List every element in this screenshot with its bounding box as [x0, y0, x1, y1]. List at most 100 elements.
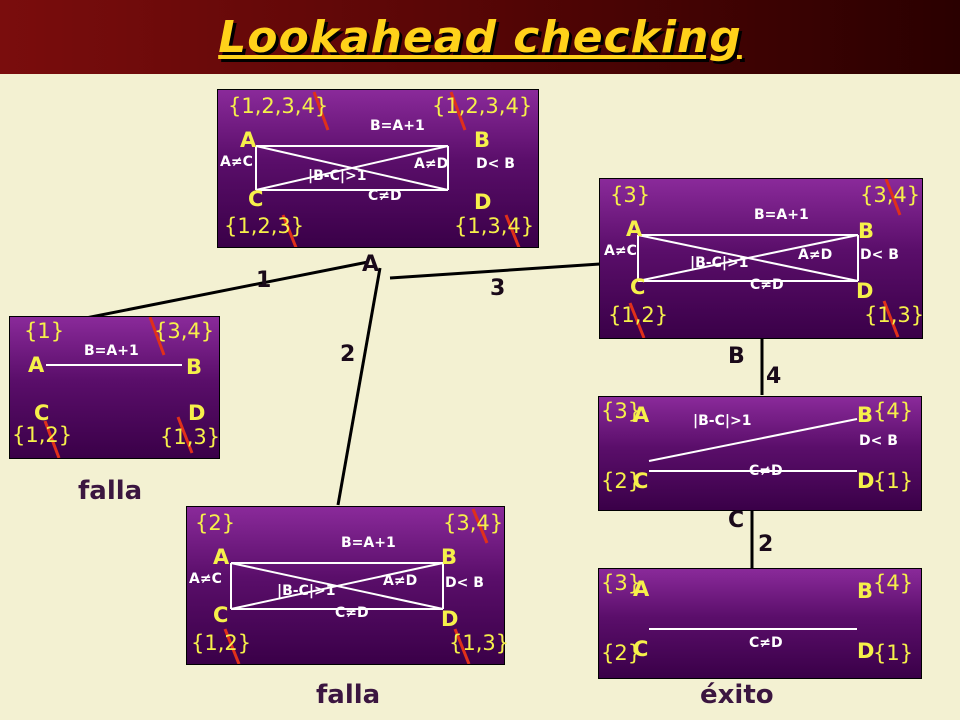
constraint-cd: C≠D	[368, 188, 402, 204]
constraint-graph-a3	[628, 179, 902, 338]
domain-d: {1}	[873, 641, 914, 665]
domain-a: {3}	[601, 571, 642, 595]
constraint-cd: C≠D	[749, 463, 783, 479]
constraint-bd: D< B	[860, 247, 899, 263]
result-falla-left: falla	[78, 476, 143, 506]
constraint-cd: C≠D	[749, 635, 783, 651]
domain-b: {3,4}	[860, 183, 921, 207]
domain-c: {1,2}	[12, 423, 73, 447]
constraint-ab: B=A+1	[84, 343, 139, 359]
domain-b: {4}	[873, 571, 914, 595]
constraint-ab: B=A+1	[370, 118, 425, 134]
constraint-graph-c2	[649, 628, 857, 630]
constraint-bc: |B-C|>1	[690, 255, 749, 271]
state-box-b4: {3} A |B-C|>1 B {4} D< B {2} C C≠D D {1}	[598, 396, 922, 511]
result-falla-middle: falla	[316, 680, 381, 710]
edge-label-2: 2	[340, 342, 356, 367]
constraint-bc: |B-C|>1	[277, 583, 336, 599]
domain-d: {1,3}	[449, 631, 510, 655]
var-d: D	[188, 401, 206, 425]
var-b: B	[186, 355, 203, 379]
edge-label-c2: 2	[758, 532, 774, 557]
constraint-ab: B=A+1	[754, 207, 809, 223]
var-b: B	[858, 219, 875, 243]
domain-c: {1,2}	[608, 303, 669, 327]
domain-d: {1,3}	[864, 303, 925, 327]
var-d: D	[474, 190, 492, 214]
prune-mark	[176, 416, 194, 454]
constraint-bd: D< B	[476, 156, 515, 172]
edge-label-3: 3	[490, 276, 506, 301]
constraint-bd: D< B	[859, 433, 898, 449]
prune-mark	[148, 317, 166, 356]
edge-a-2	[336, 267, 382, 506]
prune-mark	[43, 420, 61, 458]
prune-mark	[884, 179, 902, 216]
constraint-cd: C≠D	[750, 277, 784, 293]
var-a: A	[626, 217, 643, 241]
state-box-a2: {2} {3,4} B=A+1 A B A≠C A≠D |B-C|>1 D< B…	[186, 506, 509, 665]
tree-node-b: B	[728, 344, 745, 369]
prune-mark	[223, 628, 241, 664]
constraint-bd: D< B	[445, 575, 484, 591]
domain-a: {1}	[24, 319, 65, 343]
domain-a: {3}	[610, 183, 651, 207]
page-title: Lookahead checking	[218, 12, 742, 63]
var-a: A	[213, 545, 230, 569]
domain-d: {1,3}	[160, 425, 221, 449]
domain-a: {3}	[601, 399, 642, 423]
prune-mark	[882, 300, 900, 338]
var-b: B	[441, 545, 458, 569]
var-b: B	[857, 403, 874, 427]
edge-label-4: 4	[766, 364, 782, 389]
tree-node-c: C	[728, 508, 745, 533]
constraint-ac: A≠C	[189, 571, 222, 587]
domain-d: {1,3,4}	[454, 214, 535, 238]
var-d: D	[441, 607, 459, 631]
prune-mark	[504, 214, 521, 247]
domain-b: {3,4}	[154, 319, 215, 343]
var-c: C	[34, 401, 50, 425]
constraint-graph-root	[255, 91, 521, 247]
prune-mark	[453, 628, 471, 664]
constraint-ad: A≠D	[414, 156, 449, 172]
prune-mark	[281, 214, 298, 247]
title-bar	[0, 0, 960, 74]
var-a: A	[28, 353, 45, 377]
var-d: D	[857, 469, 875, 493]
domain-c: {1,2}	[191, 631, 252, 655]
constraint-ac: A≠C	[220, 154, 253, 170]
var-a: A	[633, 403, 650, 427]
state-box-c2: {3} A B {4} {2} C C≠D D {1}	[598, 568, 922, 679]
var-b: B	[474, 128, 491, 152]
result-exito: éxito	[700, 680, 774, 710]
constraint-graph-a1	[43, 317, 194, 458]
constraint-bc: |B-C|>1	[308, 168, 367, 184]
constraint-ab: B=A+1	[341, 535, 396, 551]
prune-mark	[471, 508, 489, 544]
domain-b: {3,4}	[443, 511, 504, 535]
var-c: C	[630, 275, 646, 299]
edge-label-1: 1	[256, 268, 272, 293]
domain-b: {4}	[873, 399, 914, 423]
constraint-graph-b4	[648, 418, 858, 472]
var-b: B	[857, 579, 874, 603]
domain-d: {1}	[873, 469, 914, 493]
constraint-bc: |B-C|>1	[693, 413, 752, 429]
domain-c: {1,2,3}	[224, 214, 305, 238]
constraint-ad: A≠D	[383, 573, 418, 589]
domain-a: {2}	[195, 511, 236, 535]
var-c: C	[213, 603, 229, 627]
state-box-a1: {1} {3,4} B=A+1 A B C D {1,2} {1,3}	[9, 316, 220, 459]
var-d: D	[856, 279, 874, 303]
prune-mark	[312, 91, 330, 131]
var-c: C	[633, 469, 649, 493]
domain-c: {2}	[601, 469, 642, 493]
constraint-ad: A≠D	[798, 247, 833, 263]
prune-mark	[449, 91, 467, 131]
constraint-cd: C≠D	[335, 605, 369, 621]
var-a: A	[633, 577, 650, 601]
constraint-ac: A≠C	[604, 243, 637, 259]
domain-a: {1,2,3,4}	[228, 94, 329, 118]
state-box-a3: {3} {3,4} B=A+1 A B A≠C A≠D |B-C|>1 D< B…	[599, 178, 925, 339]
